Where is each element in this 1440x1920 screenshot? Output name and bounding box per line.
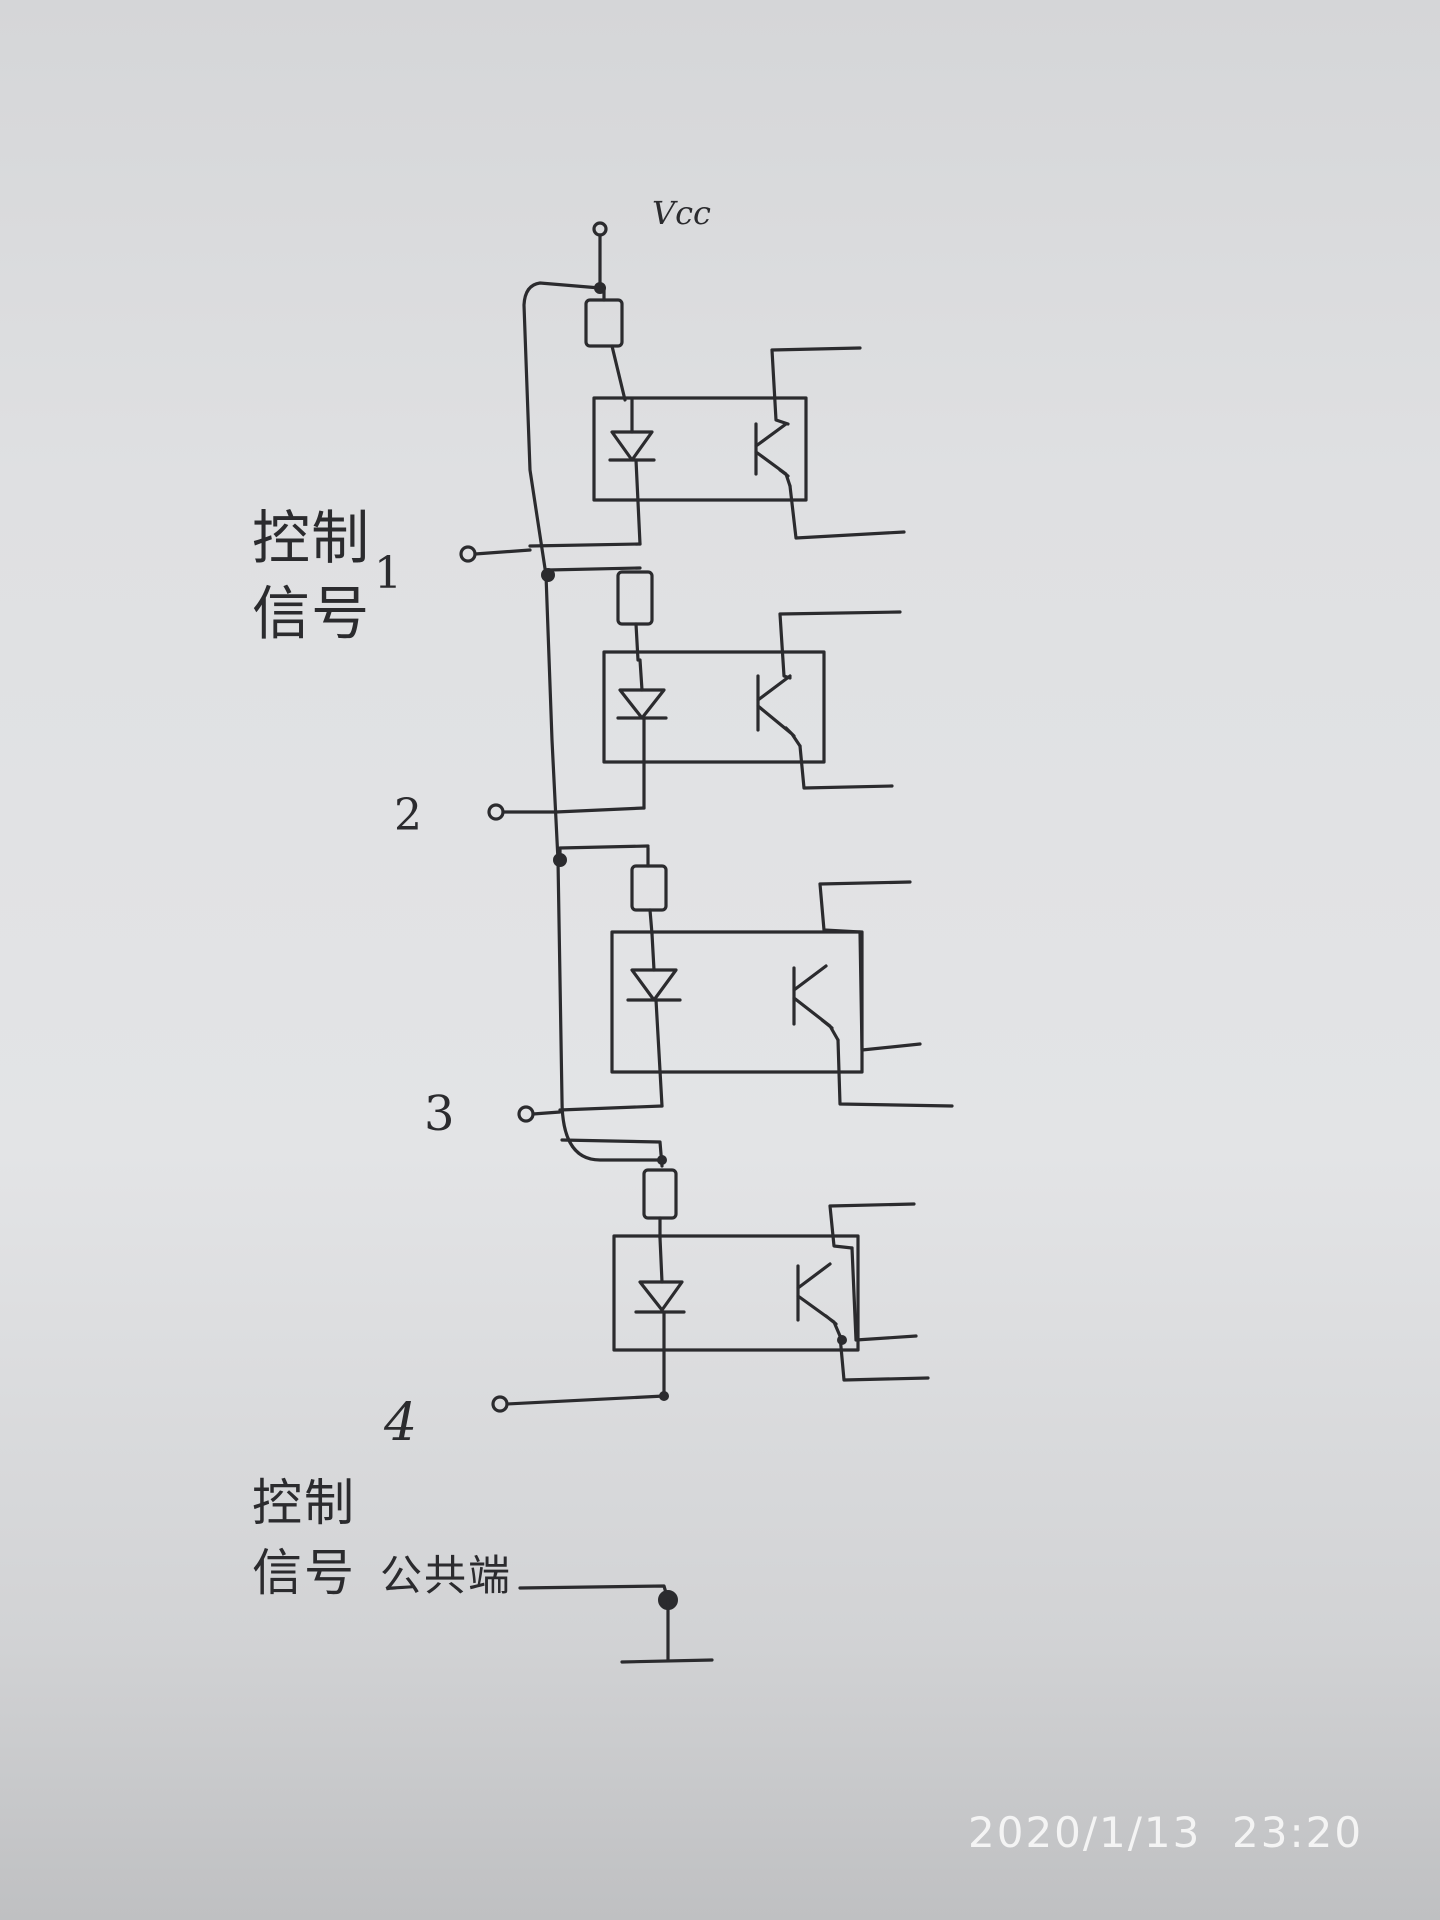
led-diode [634,1280,686,1314]
phototransistor [796,1262,842,1338]
ground-symbol [620,1658,714,1664]
led-diode [616,688,668,720]
resistor [616,570,654,626]
common-ground-label: 控制信号公共端 [252,1474,510,1602]
resistor [642,1168,678,1220]
phototransistor [792,964,840,1042]
channel-label-4: 4 [383,1393,417,1453]
channel-label-1: 1 [374,548,402,599]
junction-dot [837,1335,847,1345]
led-diode [626,968,682,1002]
optocoupler-package [592,396,808,502]
channel-label-2: 2 [394,790,422,841]
vcc-bus [522,281,664,1162]
phototransistor [756,674,802,748]
channel-label-3: 3 [424,1086,455,1142]
optocoupler-package [602,650,826,764]
vcc-label: Vcc [652,194,711,232]
input-terminal-2 [487,803,505,821]
optocoupler-2 [487,566,902,821]
led-diode [608,430,656,462]
input-terminal-3 [517,1105,535,1123]
optocoupler-3 [517,844,954,1123]
resistor [630,864,668,912]
input-terminal-4 [491,1395,509,1413]
timestamp: 2020/1/13 23:20 [968,1808,1364,1857]
optocoupler-package [612,1234,860,1352]
optocoupler-1 [459,286,906,563]
control-signal-label: 控制信号 [252,504,369,647]
input-terminal-1 [459,545,477,563]
phototransistor [754,422,792,488]
optocoupler-4 [491,1138,930,1413]
common-ground [518,1584,714,1664]
resistor [584,298,624,348]
vcc-terminal: Vcc [592,194,711,294]
optocoupler-package [610,930,864,1074]
